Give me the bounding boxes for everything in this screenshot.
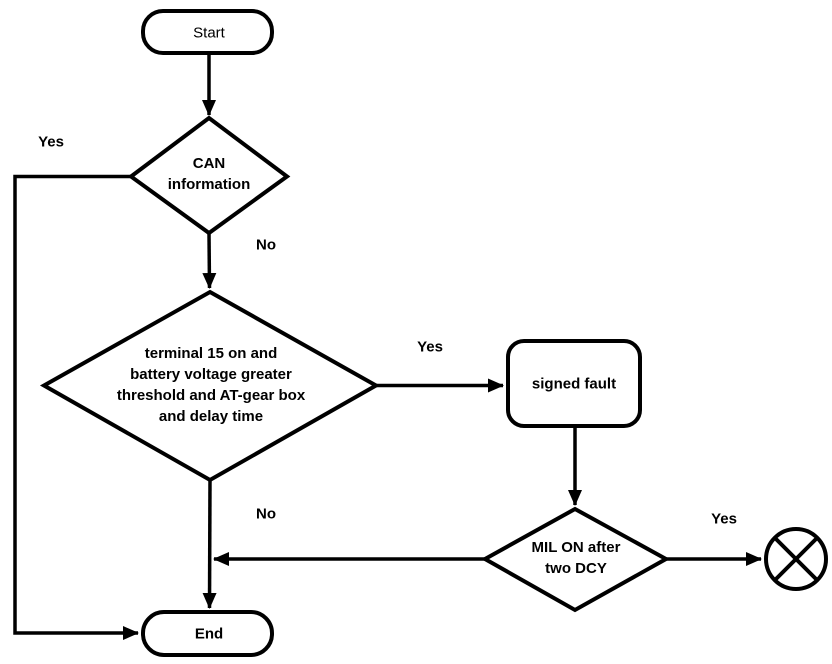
can-information-decision-shape xyxy=(127,115,291,236)
start-label: Start xyxy=(193,24,225,42)
edge-label-can-no: No xyxy=(256,236,276,254)
entry-conditions-decision-shape xyxy=(39,289,381,483)
signed-fault-label: signed fault xyxy=(531,375,617,393)
crossed-circle-x-icon xyxy=(773,536,819,582)
start-node-shape xyxy=(141,9,274,55)
edge-label-entry-yes: Yes xyxy=(417,338,443,356)
entry-conditions-label: terminal 15 on and battery voltage great… xyxy=(116,345,306,425)
edge-can-no xyxy=(202,232,217,289)
mil-check-label: MIL ON after two DCY xyxy=(531,539,621,577)
edge-label-can-yes: Yes xyxy=(38,133,64,151)
end-label: End xyxy=(194,625,224,643)
edge-label-mil-yes: Yes xyxy=(711,510,737,528)
edge-label-entry-no: No xyxy=(256,505,276,523)
end-node-shape xyxy=(141,610,274,657)
signed-fault-process-shape xyxy=(506,339,642,428)
edge-entry-no xyxy=(202,479,217,609)
edge-can-yes xyxy=(13,174,139,640)
can-information-label: CAN information xyxy=(167,155,251,193)
mil-check-decision-shape xyxy=(480,506,671,613)
